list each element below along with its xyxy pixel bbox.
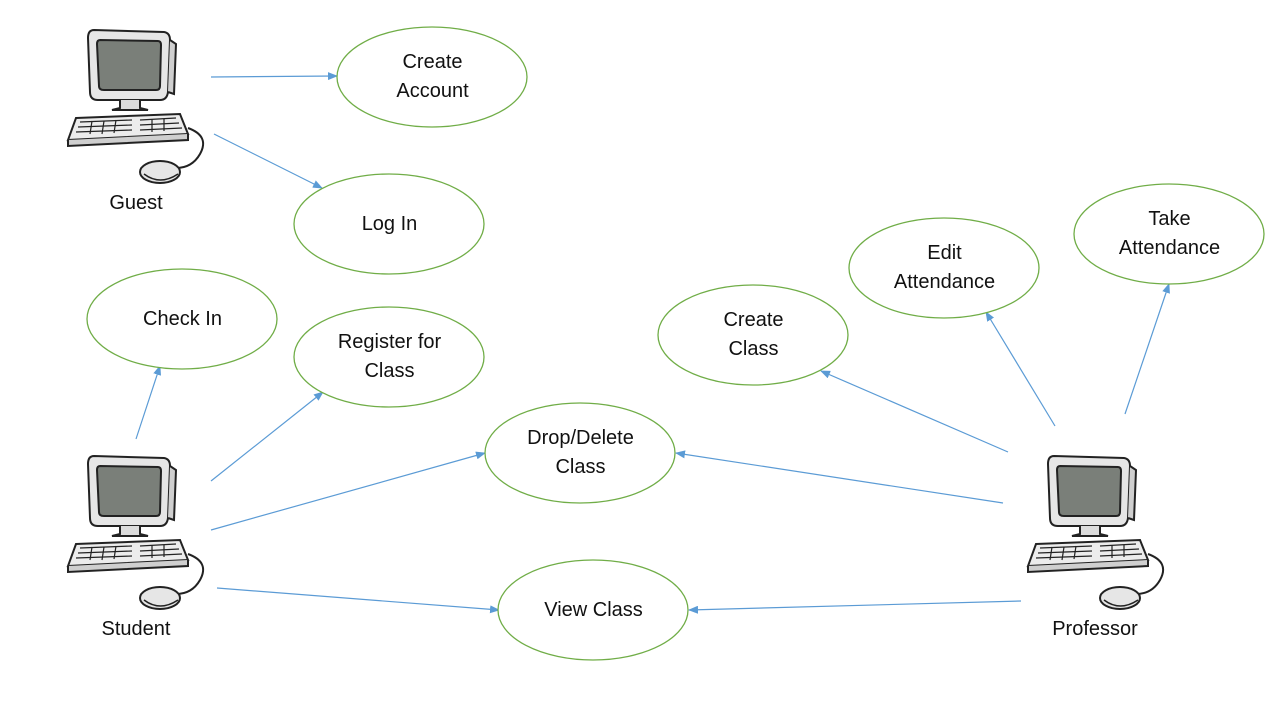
use-case-drop-delete-class [484, 402, 676, 504]
use-case-log-in [293, 173, 485, 275]
association-student-to-view-class [216, 587, 500, 614]
use-case-take-attendance [1073, 183, 1265, 285]
use-case-label-edit-attendance: Edit Attendance [893, 242, 996, 293]
use-case-create-class [657, 284, 849, 386]
association-professor-to-view-class [688, 600, 1022, 614]
use-case-register-for-class [293, 306, 485, 408]
computer-icon [1027, 455, 1165, 610]
use-case-label-create-account: Create Account [396, 51, 469, 102]
use-case-edit-attendance [848, 217, 1040, 319]
association-professor-to-drop-delete-class [675, 450, 1004, 504]
association-professor-to-take-attendance [1124, 283, 1170, 415]
actor-label-professor: Professor [1052, 618, 1138, 640]
use-case-view-class [497, 559, 689, 661]
association-professor-to-create-class [820, 370, 1009, 453]
use-case-create-account [336, 26, 528, 128]
use-case-label-view-class: View Class [544, 598, 643, 621]
computer-icon [67, 29, 205, 184]
actor-label-guest: Guest [109, 192, 163, 214]
association-student-to-check-in [135, 365, 161, 440]
use-case-label-log-in: Log In [361, 212, 418, 235]
association-student-to-register-for-class [210, 391, 324, 482]
association-guest-to-log-in [213, 133, 323, 189]
use-case-label-drop-delete-class: Drop/Delete Class [527, 427, 634, 478]
computer-icon [67, 455, 205, 610]
association-professor-to-edit-attendance [985, 311, 1056, 427]
use-case-label-take-attendance: Take Attendance [1118, 208, 1221, 259]
use-case-label-register-for-class: Register for Class [337, 331, 442, 382]
association-guest-to-create-account [210, 72, 338, 81]
use-case-check-in [86, 268, 278, 370]
actor-label-student: Student [101, 618, 171, 640]
use-case-label-check-in: Check In [143, 307, 222, 330]
association-student-to-drop-delete-class [210, 451, 486, 531]
use-case-label-create-class: Create Class [723, 309, 784, 360]
